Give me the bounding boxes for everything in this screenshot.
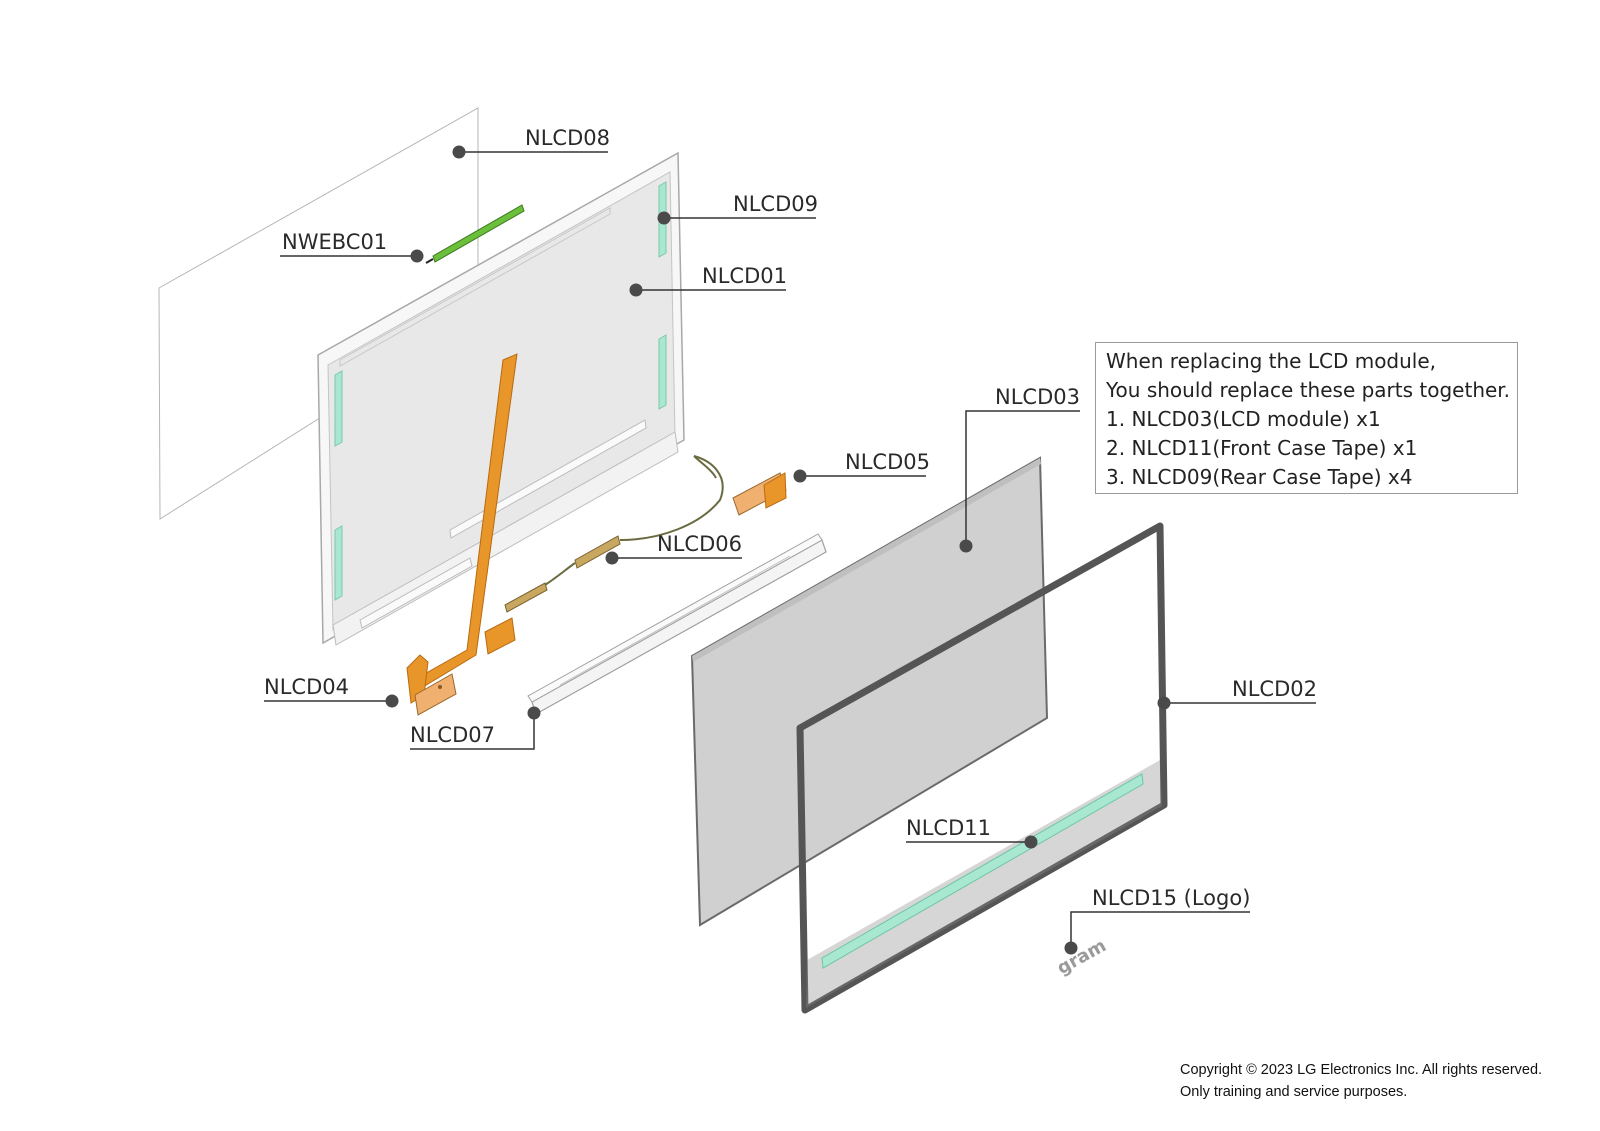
dot-nwebc01 [410,249,424,263]
dot-nlcd01 [629,283,643,297]
label-nlcd04: NLCD04 [264,675,349,699]
label-nlcd06: NLCD06 [657,532,742,556]
label-nlcd05: NLCD05 [845,450,930,474]
replacement-note-box: When replacing the LCD module, You shoul… [1095,342,1518,494]
webcam-board-part [425,204,525,264]
dot-nlcd06 [605,551,619,565]
callout-labels: NLCD08 NLCD09 NWEBC01 NLCD01 NLCD03 NLCD… [264,126,1317,910]
hinge-cover-part [527,533,827,715]
label-nlcd01: NLCD01 [702,264,787,288]
note-line-2: You should replace these parts together. [1106,378,1511,402]
leader-lines [264,151,1316,948]
dot-nlcd09 [657,211,671,225]
front-case-tape-part [821,773,1144,969]
copyright-footer: Copyright © 2023 LG Electronics Inc. All… [1180,1059,1542,1103]
label-nlcd02: NLCD02 [1232,677,1317,701]
copyright-text: Copyright © 2023 LG Electronics Inc. All… [1180,1062,1543,1078]
label-nlcd15: NLCD15 (Logo) [1092,886,1250,910]
dot-nlcd07 [527,706,541,720]
leader-nlcd15 [1070,911,1250,948]
label-nlcd11: NLCD11 [906,816,991,840]
left-hinge-part [406,654,457,716]
note-item-1: 1. NLCD03(LCD module) x1 [1106,407,1381,431]
dot-nlcd02 [1157,696,1171,710]
purpose-text: Only training and service purposes. [1180,1084,1408,1100]
dot-nlcd03 [959,539,973,553]
right-hinge-part [732,472,787,516]
antenna-cable-part [504,455,724,613]
label-nlcd07: NLCD07 [410,723,495,747]
dot-nlcd08 [452,145,466,159]
leader-nlcd03 [965,410,1080,546]
dot-nlcd11 [1024,835,1038,849]
dot-nlcd05 [793,469,807,483]
note-item-2: 2. NLCD11(Front Case Tape) x1 [1106,436,1418,460]
label-nlcd08: NLCD08 [525,126,610,150]
label-nwebc01: NWEBC01 [282,230,387,254]
label-nlcd03: NLCD03 [995,385,1080,409]
note-item-3: 3. NLCD09(Rear Case Tape) x4 [1106,465,1413,489]
dot-nlcd15 [1064,941,1078,955]
note-line-1: When replacing the LCD module, [1106,349,1437,373]
dot-nlcd04 [385,694,399,708]
label-nlcd09: NLCD09 [733,192,818,216]
leader-nlcd07 [410,713,535,750]
gram-logo-part: gram [1054,935,1110,979]
callout-dots [385,145,1171,955]
